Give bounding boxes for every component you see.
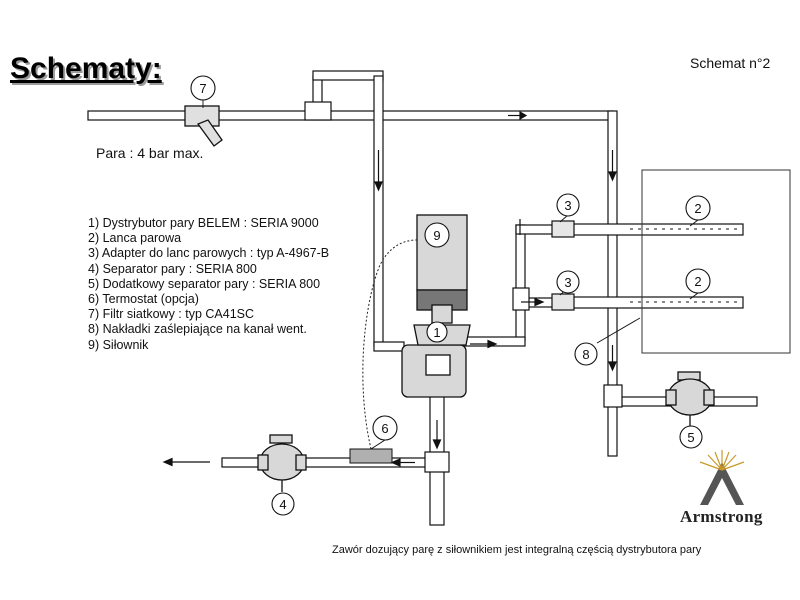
loop-pipe-top	[312, 70, 384, 81]
callout-circle	[271, 492, 295, 516]
callout-leader	[689, 219, 699, 227]
tee-fitting	[424, 451, 450, 473]
loop-pipe-bottom	[373, 341, 405, 352]
legend-item: 4) Separator pary : SERIA 800	[88, 261, 257, 276]
duct-outline	[641, 169, 791, 354]
callout-label: 3	[564, 275, 571, 290]
callout-circle	[685, 268, 711, 294]
armstrong-logo-icon	[699, 450, 745, 505]
callout-label: 4	[279, 497, 286, 512]
branch-pipe-top	[515, 224, 555, 235]
callout-circle	[574, 342, 598, 366]
callout-label: 7	[199, 81, 206, 96]
callout-circle	[190, 75, 216, 101]
callout-circle	[426, 321, 448, 343]
callout-label: 9	[433, 228, 440, 243]
legend-item: 9) Siłownik	[88, 337, 149, 352]
callout-circle	[424, 222, 450, 248]
main-steam-pipe	[87, 110, 614, 121]
footer-note: Zawór dozujący parę z siłownikiem jest i…	[332, 544, 702, 556]
thermostat	[349, 448, 393, 464]
callout-leader	[596, 317, 641, 344]
callout-circle	[556, 270, 580, 294]
callout-label: 5	[687, 430, 694, 445]
legend-item: 2) Lanca parowa	[88, 231, 182, 246]
lance-nozzles	[630, 228, 738, 303]
callout-label: 1	[433, 325, 440, 340]
callout-label: 2	[694, 201, 701, 216]
steam-lance-bottom	[572, 296, 744, 309]
adapter-bottom	[551, 293, 575, 311]
tee-fitting	[512, 287, 530, 311]
legend-item: 5) Dodatkowy separator pary : SERIA 800	[88, 276, 321, 291]
legend-item: 3) Adapter do lanc parowych : typ A-4967…	[88, 246, 330, 261]
callout-leader	[689, 292, 699, 300]
legend-item: 8) Nakładki zaślepiające na kanał went.	[88, 322, 307, 337]
callout-label: 3	[564, 198, 571, 213]
callout-label: 6	[381, 421, 388, 436]
steam-pressure-note: Para : 4 bar max.	[96, 145, 204, 161]
tee-fitting	[603, 384, 623, 408]
legend-item: 6) Termostat (opcja)	[88, 292, 199, 307]
steam-separator-5	[665, 371, 715, 428]
schema-number: Schemat n°2	[690, 55, 771, 71]
thermostat-cable	[362, 239, 418, 450]
legend: 1) Dystrybutor pary BELEM : SERIA 9000 2…	[88, 216, 329, 353]
callout-circle	[372, 415, 398, 441]
loop-pipe-right	[373, 75, 384, 347]
callout-leader	[370, 439, 386, 450]
brand-name: Armstrong	[680, 507, 763, 526]
steam-separator-4	[257, 434, 307, 492]
callout-label: 8	[582, 347, 589, 362]
page-title: Schematy:	[10, 52, 162, 85]
strainer-filter	[184, 105, 223, 147]
callout-circle	[679, 425, 703, 449]
vertical-header-pipe	[607, 110, 618, 457]
callout-circle	[685, 195, 711, 221]
steam-lance-top	[572, 223, 744, 236]
branch-pipe-vertical	[515, 224, 526, 341]
tee-fitting	[304, 101, 332, 121]
adapter-top	[551, 220, 575, 238]
callout-label: 2	[694, 274, 701, 289]
legend-item: 1) Dystrybutor pary BELEM : SERIA 9000	[88, 216, 319, 230]
legend-item: 7) Filtr siatkowy : typ CA41SC	[88, 307, 255, 322]
callout-circle	[556, 193, 580, 217]
